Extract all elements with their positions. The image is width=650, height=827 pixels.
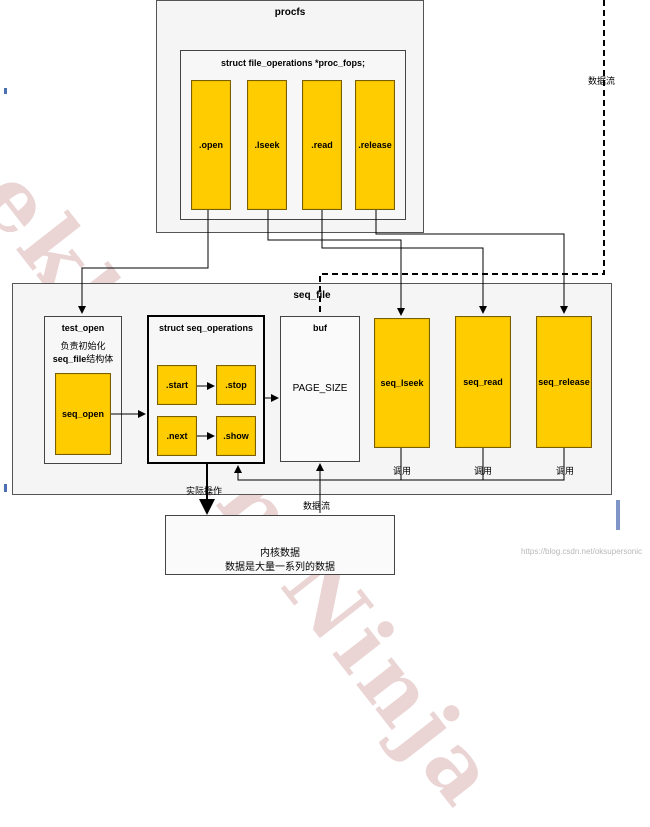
op-read-label: .read: [311, 140, 333, 150]
seq-file-title: seq_file: [293, 290, 331, 301]
buf-box: buf PAGE_SIZE: [280, 316, 360, 462]
kernel-line2: 数据是大量一系列的数据: [225, 562, 335, 573]
data-flow-right-label: 数据流: [588, 77, 616, 87]
test-open-desc-line2: seq_file结构体: [45, 352, 121, 365]
op-read: .read: [302, 80, 342, 210]
call-label-lseek: 调用: [393, 467, 412, 477]
test-open-desc-line1: 负责初始化: [60, 342, 106, 352]
data-flow-bottom-label: 数据流: [303, 502, 331, 512]
op-lseek: .lseek: [247, 80, 287, 210]
struct-suffix: 结构体: [86, 355, 114, 365]
seqop-next-label: .next: [166, 431, 188, 441]
seq-read-label: seq_read: [463, 377, 503, 387]
seqop-show-label: .show: [223, 431, 249, 441]
seq-lseek-box: seq_lseek: [374, 318, 430, 448]
procfs-title: procfs: [274, 7, 306, 18]
left-edge-mark: [4, 88, 7, 94]
seqop-next: .next: [157, 416, 197, 456]
call-label-release: 调用: [556, 467, 575, 477]
right-edge-mark: [616, 500, 620, 530]
seq-operations-title: struct seq_operations: [158, 323, 254, 333]
seq-open-label: seq_open: [61, 409, 104, 419]
kernel-line1: 内核数据: [260, 548, 300, 559]
seq-open-box: seq_open: [55, 373, 111, 455]
op-release: .release: [355, 80, 395, 210]
file-operations-title: struct file_operations *proc_fops;: [220, 58, 366, 68]
csdn-watermark: https://blog.csdn.net/oksupersonic: [521, 547, 642, 556]
op-release-label: .release: [358, 140, 392, 150]
seq-release-label: seq_release: [538, 377, 590, 387]
seqop-start: .start: [157, 365, 197, 405]
call-label-read: 调用: [474, 467, 493, 477]
seqop-stop: .stop: [216, 365, 256, 405]
seq-release-box: seq_release: [536, 316, 592, 448]
op-lseek-label: .lseek: [254, 140, 280, 150]
buf-size: PAGE_SIZE: [292, 383, 348, 394]
op-open: .open: [191, 80, 231, 210]
seqop-start-label: .start: [165, 380, 188, 390]
test-open-title: test_open: [61, 323, 105, 333]
buf-title: buf: [313, 323, 327, 333]
op-open-label: .open: [199, 140, 223, 150]
seqop-stop-label: .stop: [225, 380, 247, 390]
seq-lseek-label: seq_lseek: [380, 378, 424, 388]
actual-ops-label: 实际操作: [186, 487, 223, 497]
seq-read-box: seq_read: [455, 316, 511, 448]
seq-file-struct-name: seq_file: [52, 354, 87, 364]
left-edge-mark: [4, 484, 7, 492]
seqop-show: .show: [216, 416, 256, 456]
kernel-data-box: 内核数据 数据是大量一系列的数据: [165, 515, 395, 575]
